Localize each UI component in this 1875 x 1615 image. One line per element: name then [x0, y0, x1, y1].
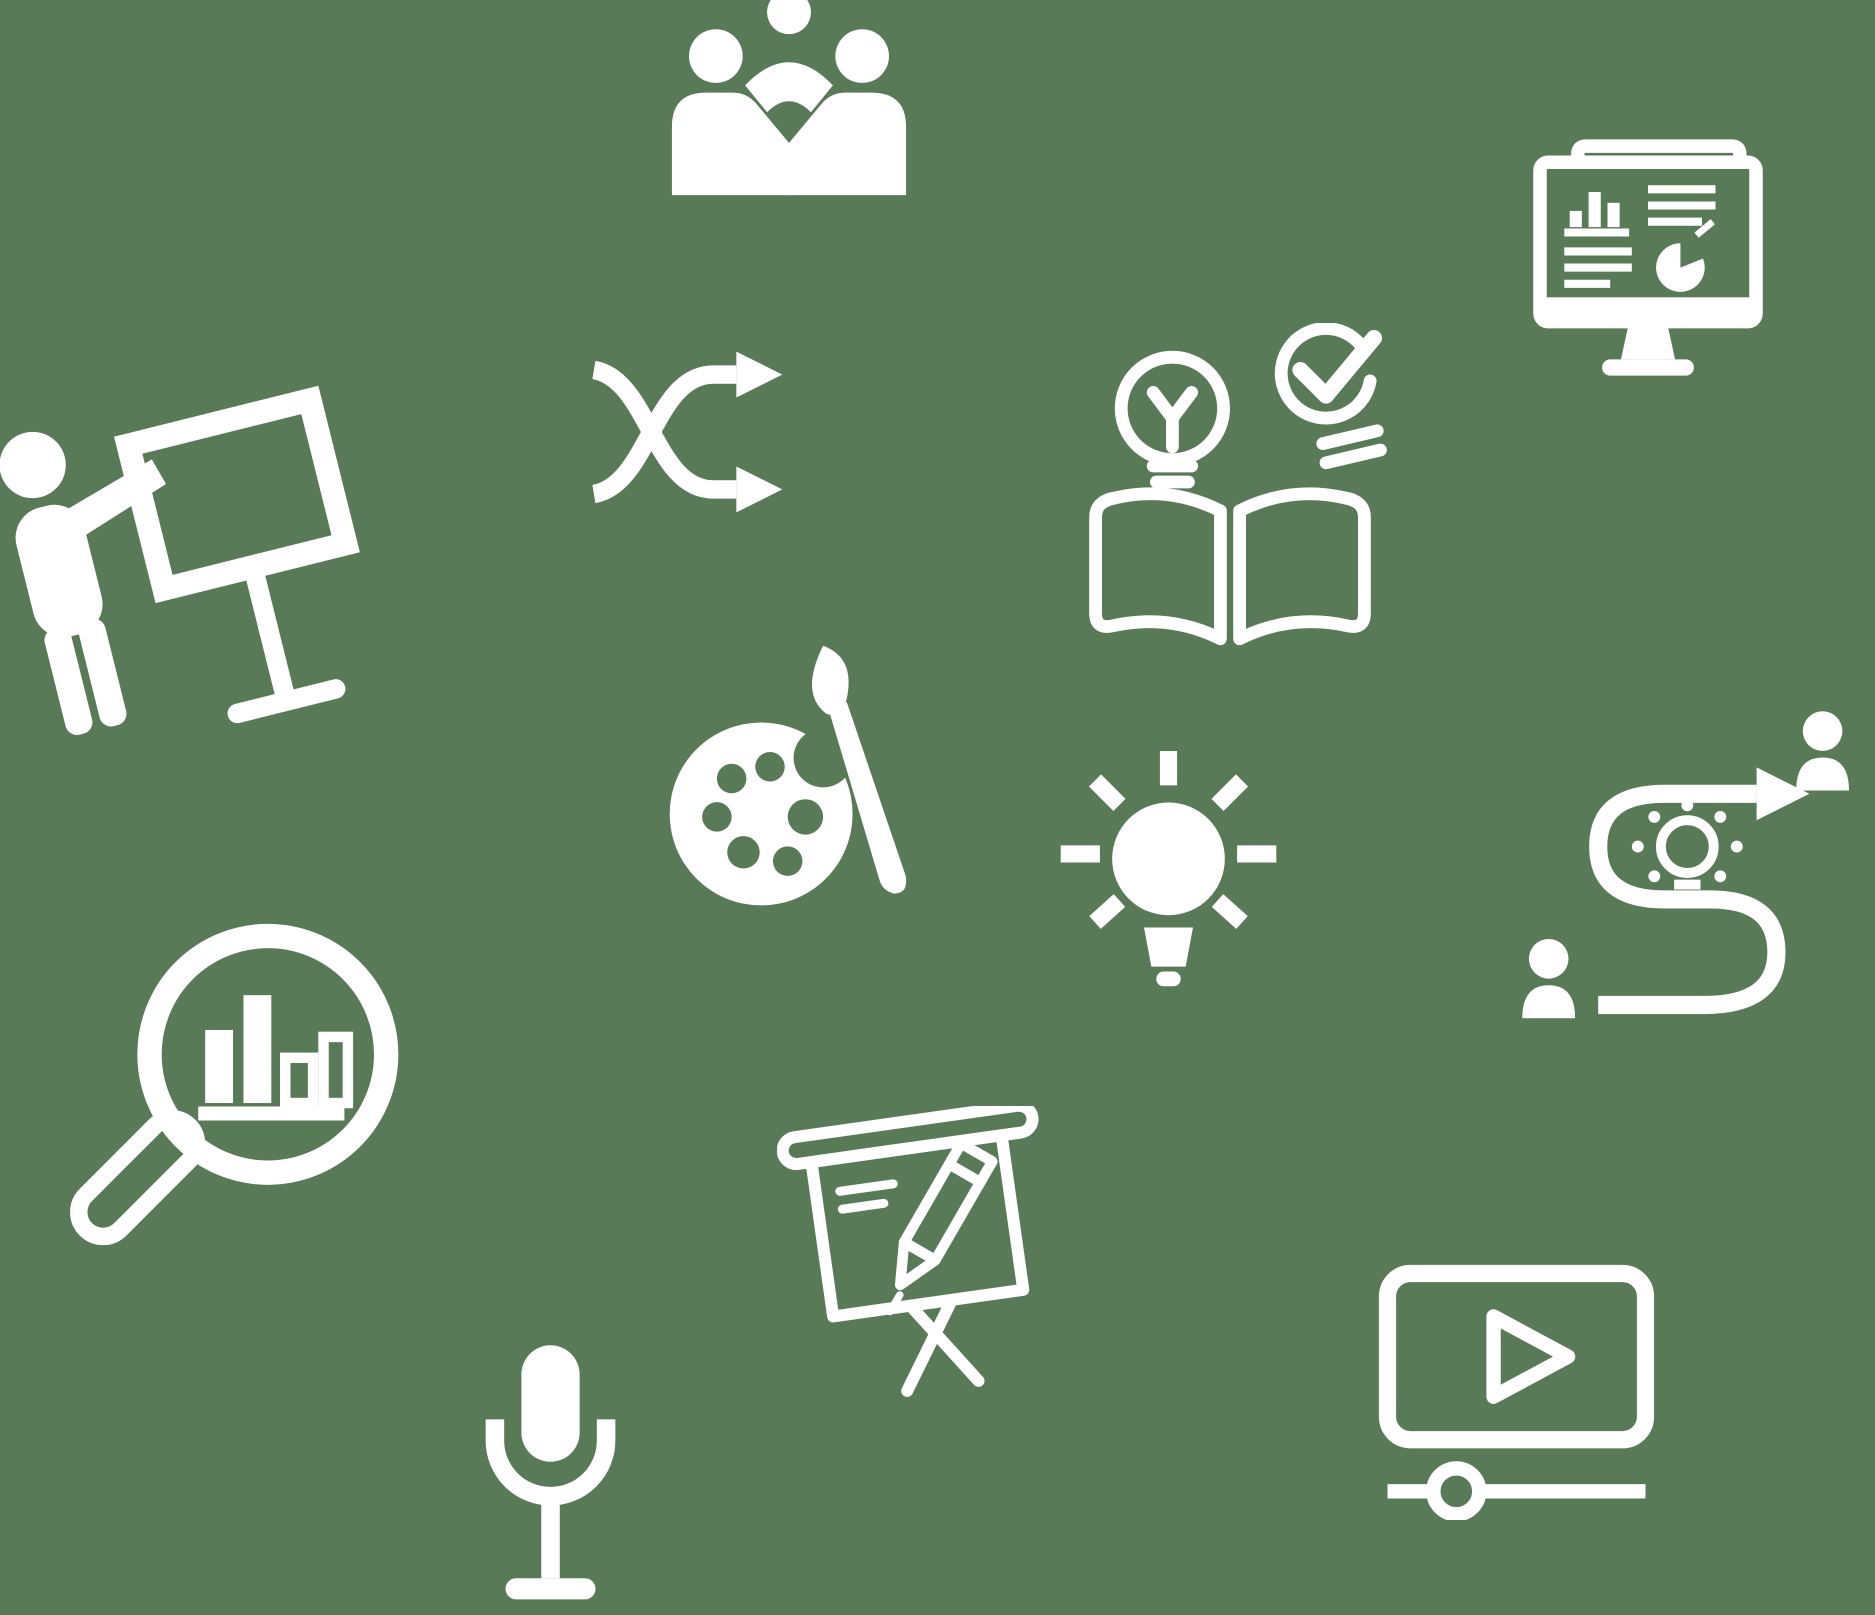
idea-exchange-workflow-icon [1519, 694, 1849, 1052]
paintbrush-bristles [811, 645, 849, 715]
play-icon [1486, 1309, 1576, 1404]
idea-lightbulb-icon [1046, 741, 1291, 1011]
learning-idea-book-icon [1070, 323, 1390, 673]
data-analysis-magnifier-icon [66, 915, 414, 1305]
presenter-whiteboard-icon [0, 377, 400, 767]
dashboard-text-lines [1564, 185, 1716, 288]
teamwork-partnership-icon [664, 0, 914, 200]
video-player-icon [1369, 1262, 1664, 1520]
paintbrush-handle [829, 701, 907, 894]
flipchart-pencil-icon [777, 1106, 1077, 1476]
shuffle-arrows-icon [580, 347, 810, 517]
person-top-right [1796, 711, 1849, 791]
person-bottom-left [1522, 939, 1576, 1019]
magnifier-handle [70, 1110, 206, 1246]
microphone-icon [478, 1340, 623, 1610]
workflow-bulb [1655, 815, 1719, 890]
progress-knob [1426, 1461, 1487, 1520]
art-palette-brush-icon [652, 634, 947, 929]
pencil [894, 1138, 998, 1291]
analytics-dashboard-monitor-icon [1513, 138, 1783, 408]
dashboard-bar-chart [1569, 192, 1620, 228]
